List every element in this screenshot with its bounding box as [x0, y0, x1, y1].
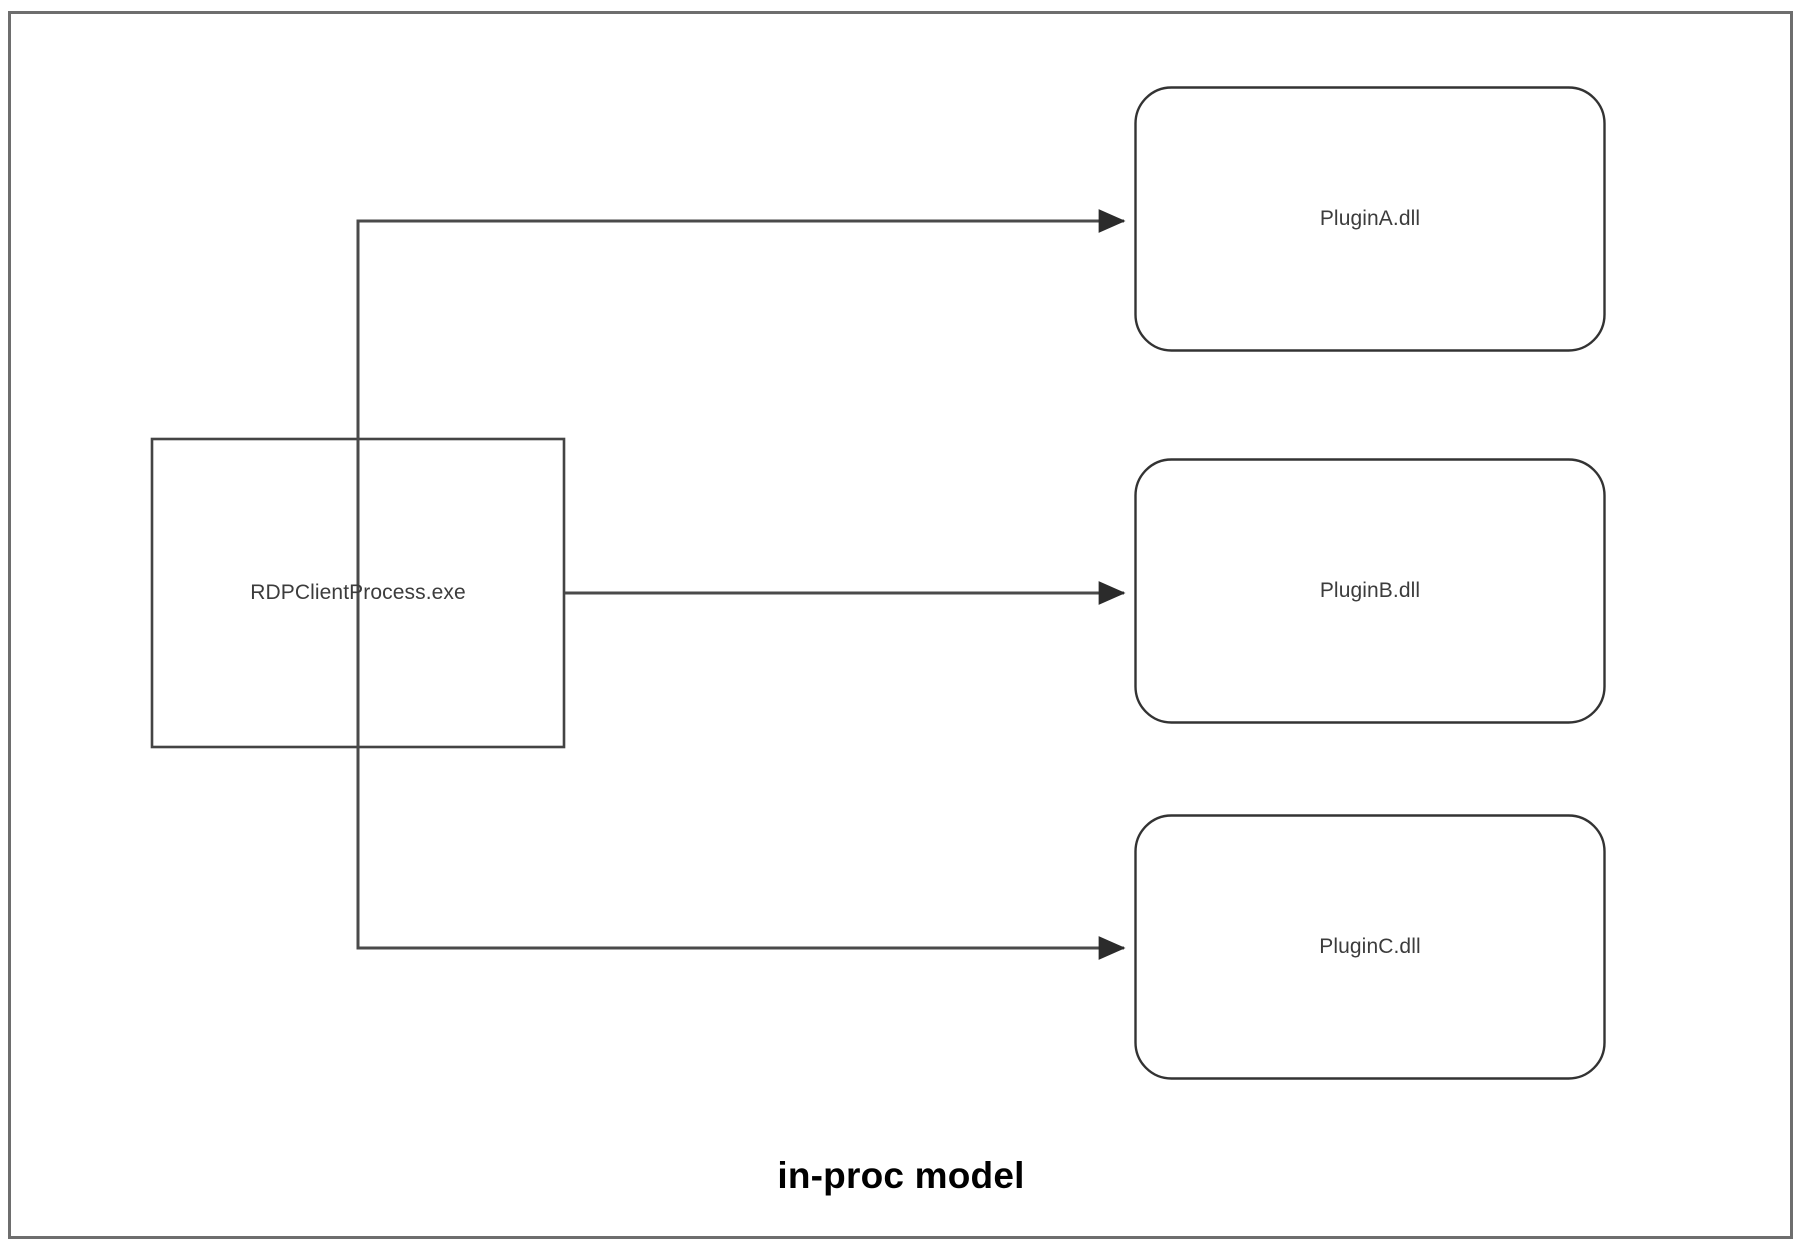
node-hit-plugin-b[interactable]: [1134, 458, 1606, 724]
diagram-caption: in-proc model: [777, 1155, 1025, 1196]
node-plugin-c[interactable]: [1134, 814, 1606, 1080]
node-hit-plugin-a[interactable]: [1134, 86, 1606, 352]
edge-process-to-plugin-a[interactable]: [356, 209, 1126, 593]
node-hit-rdp-client-process[interactable]: [151, 438, 565, 748]
node-plugin-b[interactable]: [1134, 458, 1606, 724]
edge-process-to-plugin-c[interactable]: [356, 593, 1126, 960]
node-plugin-a[interactable]: [1134, 86, 1606, 352]
node-hit-plugin-c[interactable]: [1134, 814, 1606, 1080]
